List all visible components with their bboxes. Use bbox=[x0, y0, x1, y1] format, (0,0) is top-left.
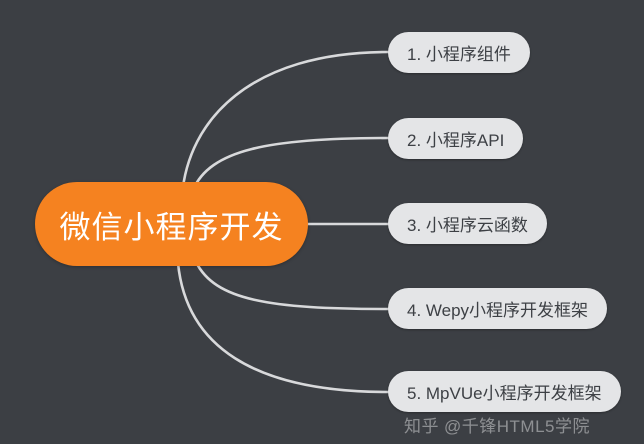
mindmap-root-node[interactable]: 微信小程序开发 bbox=[35, 182, 308, 266]
watermark-handle: @千锋HTML5学院 bbox=[444, 417, 590, 436]
connector-root-to-child-5 bbox=[176, 261, 390, 394]
watermark-platform: 知乎 bbox=[404, 417, 439, 436]
mindmap-child-node-2[interactable]: 2. 小程序API bbox=[388, 118, 524, 159]
mindmap-child-node-1[interactable]: 1. 小程序组件 bbox=[388, 32, 530, 73]
mindmap-child-node-4[interactable]: 4. Wepy小程序开发框架 bbox=[388, 288, 608, 329]
mindmap-child-node-5[interactable]: 5. MpVUe小程序开发框架 bbox=[388, 371, 621, 412]
watermark: 知乎 @千锋HTML5学院 bbox=[404, 412, 590, 437]
connector-root-to-child-4 bbox=[194, 260, 390, 311]
connector-root-to-child-1 bbox=[180, 50, 390, 198]
mindmap-child-node-3[interactable]: 3. 小程序云函数 bbox=[388, 203, 547, 244]
